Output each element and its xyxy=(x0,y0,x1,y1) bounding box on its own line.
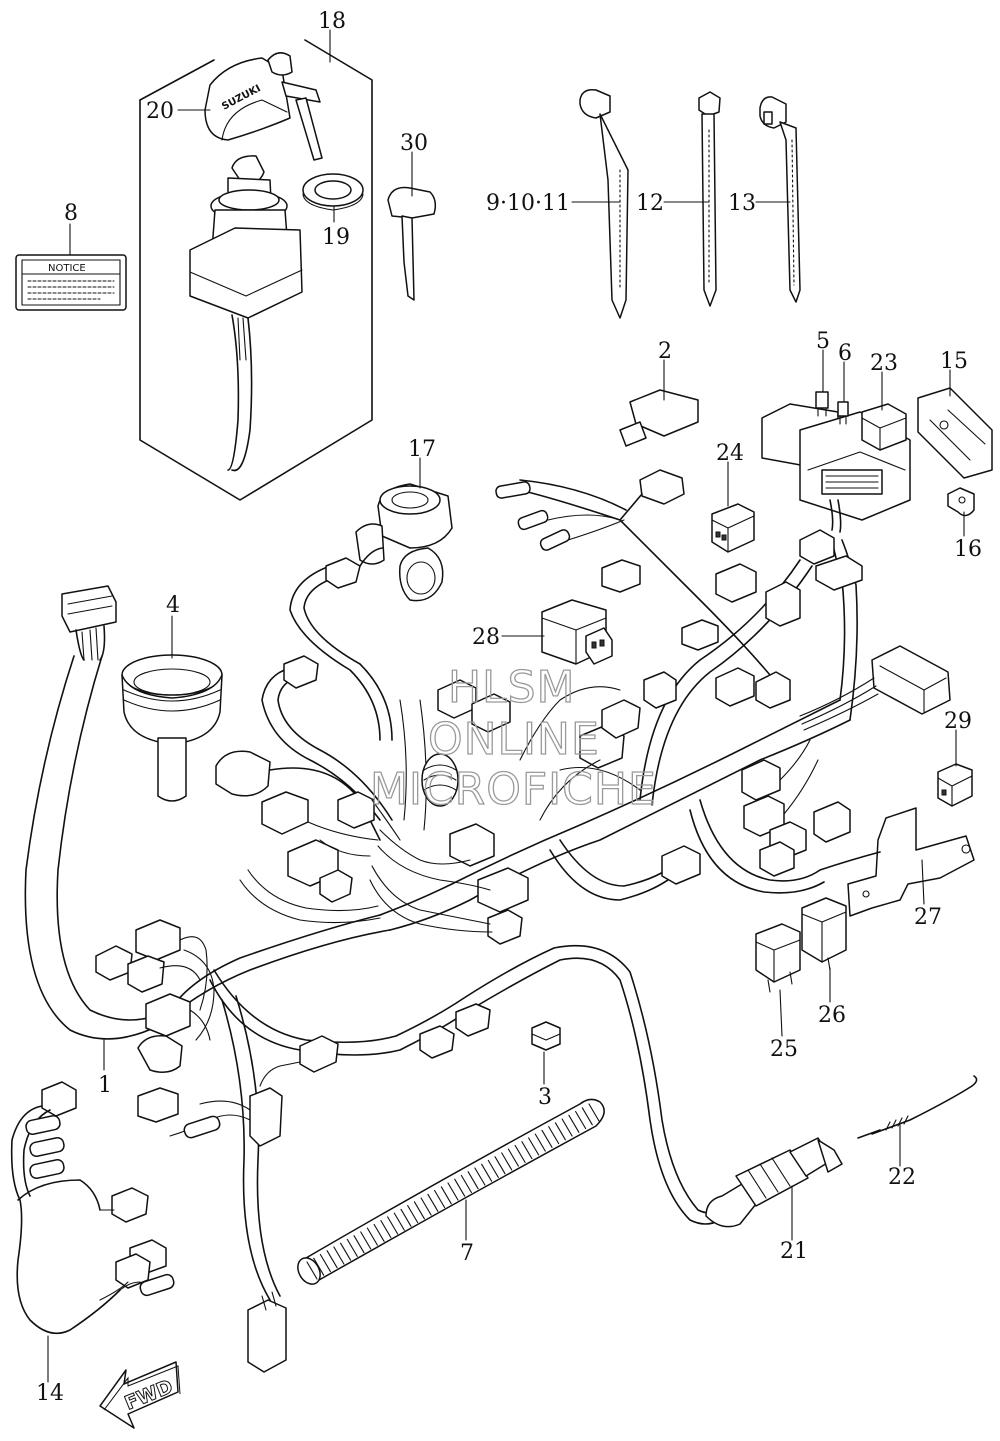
cable-tie-medium-part xyxy=(698,91,721,307)
label-18: 18 xyxy=(318,9,346,34)
fuse-small-part xyxy=(837,401,849,425)
label-16: 16 xyxy=(954,537,982,562)
plug-part xyxy=(355,483,453,602)
connector-housing-28-part xyxy=(541,599,613,665)
label-1: 1 xyxy=(98,1073,112,1098)
label-13: 13 xyxy=(728,191,756,216)
harness-bracket-part xyxy=(847,807,975,917)
label-9-10-11: 9·10·11 xyxy=(486,191,570,216)
label-29: 29 xyxy=(944,709,972,734)
label-25: 25 xyxy=(770,1037,798,1062)
washer-part xyxy=(302,173,364,211)
label-27: 27 xyxy=(914,905,942,930)
fuse-part xyxy=(815,391,829,417)
label-5: 5 xyxy=(816,329,830,354)
watermark: HLSM ONLINE MICROFICHE xyxy=(369,661,657,815)
key-cover-part: SUZUKI xyxy=(204,52,323,161)
part-number-labels: 18 20 30 8 19 9·10·11 12 13 2 5 6 23 15 … xyxy=(36,9,982,1406)
connector-housing-26-part xyxy=(801,897,847,971)
label-15: 15 xyxy=(940,349,968,374)
key-switch-group-box xyxy=(139,39,373,501)
grommet-part xyxy=(121,654,223,802)
relay-part xyxy=(861,403,907,451)
label-19: 19 xyxy=(322,225,350,250)
label-3: 3 xyxy=(538,1085,552,1110)
corrugated-tube-part xyxy=(297,1098,605,1285)
connector-housing-29-part xyxy=(937,763,973,807)
label-2: 2 xyxy=(658,339,672,364)
label-14: 14 xyxy=(36,1381,64,1406)
watermark-line-2: ONLINE xyxy=(428,714,600,765)
label-8: 8 xyxy=(64,201,78,226)
connector-housing-24-part xyxy=(711,503,755,553)
small-cap-part xyxy=(531,1021,561,1051)
sub-harness-part xyxy=(10,1081,175,1335)
cable-tie-long-part xyxy=(579,88,629,319)
key-part xyxy=(387,186,437,301)
label-28: 28 xyxy=(472,625,500,650)
label-20: 20 xyxy=(146,99,174,124)
label-26: 26 xyxy=(818,1003,846,1028)
main-wiring-harness-part xyxy=(24,469,951,1373)
relay-bracket-part xyxy=(917,387,993,479)
label-24: 24 xyxy=(716,441,744,466)
watermark-line-3: MICROFICHE xyxy=(370,764,657,815)
label-30: 30 xyxy=(400,131,428,156)
watermark-line-1: HLSM xyxy=(448,662,576,713)
forward-direction-arrow: FWD xyxy=(99,1361,181,1429)
pin-part xyxy=(857,1075,978,1139)
notice-label-part: NOTICE xyxy=(15,254,127,311)
label-4: 4 xyxy=(166,593,180,618)
label-6: 6 xyxy=(838,341,852,366)
label-12: 12 xyxy=(636,191,664,216)
label-22: 22 xyxy=(888,1165,916,1190)
cap-part xyxy=(619,389,699,447)
ignition-switch-part xyxy=(189,155,303,472)
cable-tie-mount-part xyxy=(759,96,801,303)
label-23: 23 xyxy=(870,351,898,376)
notice-label-text: NOTICE xyxy=(48,263,86,274)
label-21: 21 xyxy=(780,1239,808,1264)
clamp-part xyxy=(947,487,975,517)
label-17: 17 xyxy=(408,437,436,462)
label-7: 7 xyxy=(460,1241,474,1266)
leader-lines xyxy=(47,29,965,1383)
connector-housing-25-part xyxy=(755,923,801,993)
sensor-part xyxy=(705,1137,843,1228)
